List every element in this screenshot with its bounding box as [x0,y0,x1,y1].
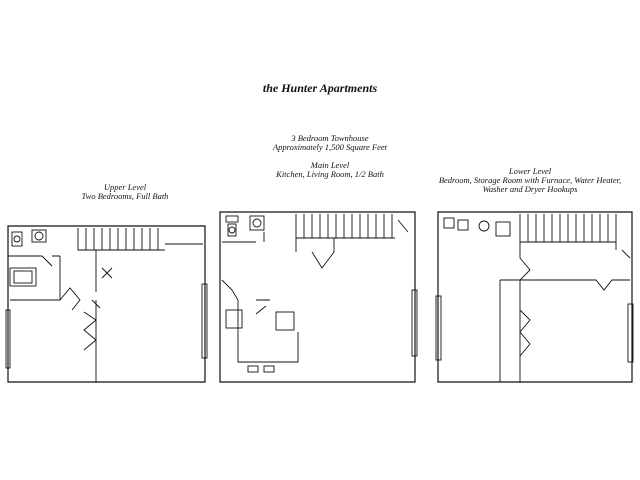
lower-stairs [519,214,617,250]
main-half-bath [222,215,265,243]
main-kitchen [221,279,299,373]
unit-summary: 3 Bedroom Townhouse Approximately 1,500 … [230,134,430,152]
main-right-window [411,289,418,357]
lower-level-caption: Lower Level Bedroom, Storage Room with F… [420,167,640,194]
main-stairs [295,214,409,269]
main-level-description: Kitchen, Living Room, 1/2 Bath [276,169,384,179]
lower-level-plan [435,211,634,383]
upper-level-name: Upper Level [103,182,147,192]
upper-right-window [201,283,208,359]
upper-closets [83,250,101,382]
main-level-name: Main Level [310,160,350,170]
upper-stairs [77,228,203,251]
upper-level-description: Two Bedrooms, Full Bath [81,191,169,201]
unit-area: Approximately 1,500 Square Feet [272,142,388,152]
lower-right-window [627,303,634,363]
lower-level-description-1: Bedroom, Storage Room with Furnace, Wate… [438,175,622,185]
upper-level-caption: Upper Level Two Bedrooms, Full Bath [30,183,220,201]
lower-level-description-2: Washer and Dryer Hookups [482,184,578,194]
unit-type: 3 Bedroom Townhouse [291,133,369,143]
upper-hall-wall [10,287,81,311]
lower-interior-walls [499,242,631,382]
lower-left-window [435,295,442,361]
lower-level-name: Lower Level [508,166,552,176]
page-title: the Hunter Apartments [262,81,378,95]
lower-level-outline [437,211,633,383]
main-level-outline [219,211,416,383]
main-level-caption: Main Level Kitchen, Living Room, 1/2 Bat… [230,161,430,179]
upper-level-outline [7,225,206,383]
lower-utilities [443,217,511,237]
upper-level-plan [5,225,208,383]
upper-door-swing [101,267,113,279]
upper-bath [8,229,61,300]
main-level-plan [219,211,418,383]
upper-left-window [5,309,11,369]
